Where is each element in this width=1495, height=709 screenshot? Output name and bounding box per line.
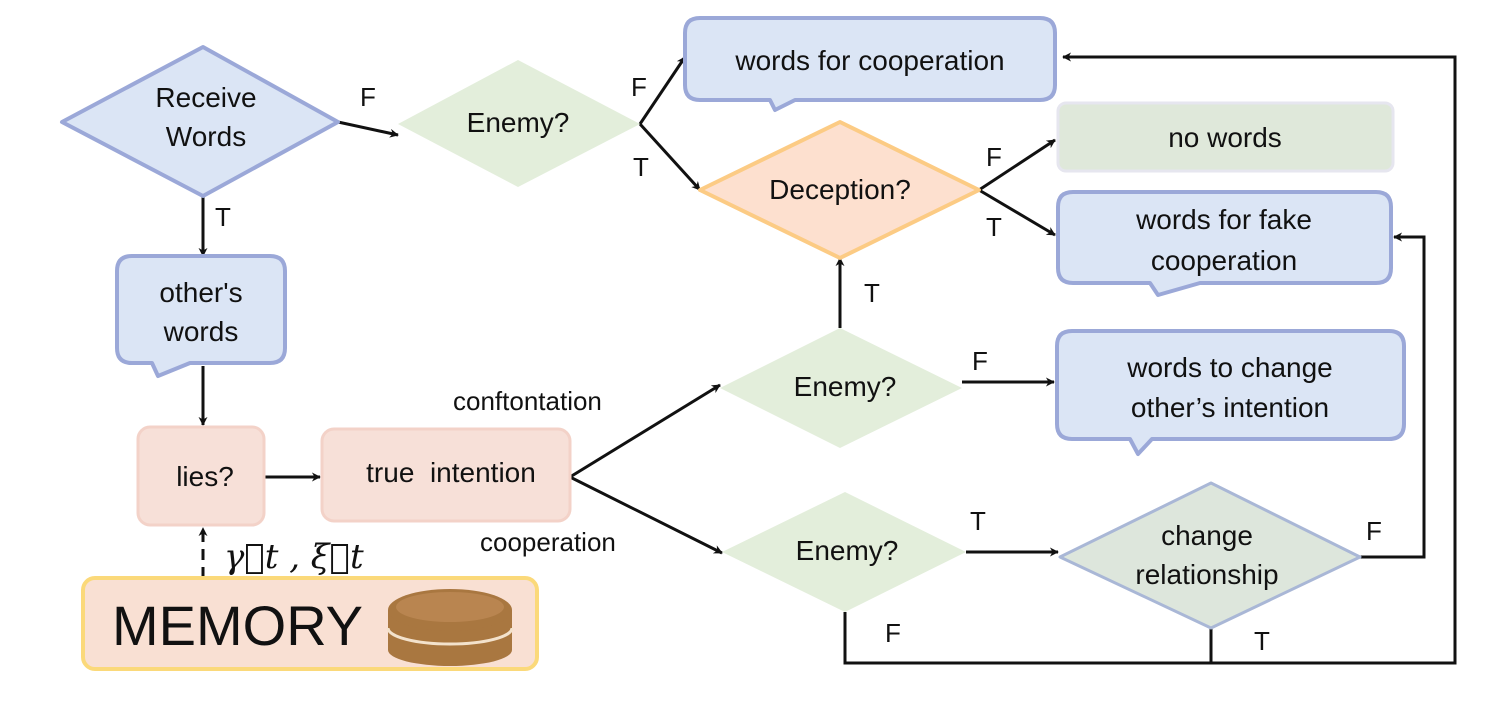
database-icon bbox=[386, 589, 514, 666]
enemy-bottom-label: Enemy? bbox=[796, 535, 899, 566]
label-deception-t: T bbox=[986, 212, 1002, 242]
node-memory: MEMORY bbox=[81, 576, 539, 671]
change-intention-label-1: words to change bbox=[1126, 352, 1332, 383]
edge-bottom-loop-to-words-coop bbox=[843, 52, 1457, 665]
label-receive-t: T bbox=[215, 202, 231, 232]
words-for-cooperation-label: words for cooperation bbox=[734, 45, 1004, 76]
node-others-words: other's words bbox=[115, 254, 287, 378]
node-enemy-top: Enemy? bbox=[398, 60, 640, 187]
label-enemy-top-f: F bbox=[631, 72, 647, 102]
lies-label: lies? bbox=[176, 461, 234, 492]
enemy-top-label: Enemy? bbox=[467, 107, 570, 138]
label-cooperation: cooperation bbox=[480, 527, 616, 557]
node-words-change-intention: words to change other’s intention bbox=[1055, 329, 1406, 456]
label-enemy-bottom-f: F bbox=[885, 618, 901, 648]
node-deception: Deception? bbox=[698, 120, 981, 260]
edge-enemy-top-to-words-coop bbox=[638, 56, 687, 125]
node-receive-words: Receive Words bbox=[60, 45, 340, 198]
receive-words-label-2: Words bbox=[166, 121, 246, 152]
true-intention-label: true intention bbox=[366, 457, 536, 488]
label-confrontation: conftontation bbox=[453, 386, 602, 416]
memory-params-label: γ⃗t , ξ⃗t bbox=[224, 537, 364, 577]
label-change-t: T bbox=[1254, 626, 1270, 656]
fake-coop-label-1: words for fake bbox=[1135, 204, 1312, 235]
others-words-label-2: words bbox=[163, 316, 239, 347]
label-enemy-mid-t: T bbox=[864, 278, 880, 308]
node-enemy-bottom: Enemy? bbox=[722, 492, 966, 612]
memory-label: MEMORY bbox=[112, 594, 363, 657]
edge-change-relationship-to-fake-coop bbox=[1360, 232, 1426, 559]
label-change-f: F bbox=[1366, 516, 1382, 546]
edge-intention-to-enemy-bottom bbox=[569, 475, 723, 555]
deception-label: Deception? bbox=[769, 174, 911, 205]
no-words-label: no words bbox=[1168, 122, 1282, 153]
node-lies: lies? bbox=[136, 425, 266, 527]
node-words-fake-cooperation: words for fake cooperation bbox=[1056, 190, 1393, 297]
node-words-for-cooperation: words for cooperation bbox=[683, 16, 1057, 112]
edge-labels: F T F T F T T F conftontation cooperatio… bbox=[215, 72, 1382, 656]
edge-deception-to-fake-coop bbox=[978, 188, 1056, 237]
change-relationship-label-2: relationship bbox=[1135, 559, 1278, 590]
node-enemy-mid: Enemy? bbox=[720, 328, 962, 448]
change-intention-label-2: other’s intention bbox=[1131, 392, 1329, 423]
node-no-words: no words bbox=[1056, 101, 1395, 173]
edge-receive-to-enemy-top bbox=[337, 120, 399, 138]
node-change-relationship: change relationship bbox=[1058, 481, 1362, 630]
edge-deception-to-no-words bbox=[978, 138, 1056, 192]
receive-words-label-1: Receive bbox=[155, 82, 256, 113]
connectors bbox=[198, 52, 1457, 665]
label-enemy-bottom-t: T bbox=[970, 506, 986, 536]
node-true-intention: true intention bbox=[320, 427, 572, 523]
label-receive-f: F bbox=[360, 82, 376, 112]
label-enemy-top-t: T bbox=[633, 152, 649, 182]
enemy-mid-label: Enemy? bbox=[794, 371, 897, 402]
label-deception-f: F bbox=[986, 142, 1002, 172]
edge-intention-to-enemy-mid bbox=[569, 383, 721, 479]
label-enemy-mid-f: F bbox=[972, 346, 988, 376]
others-words-label-1: other's bbox=[159, 277, 242, 308]
change-relationship-label-1: change bbox=[1161, 520, 1253, 551]
fake-coop-label-2: cooperation bbox=[1151, 245, 1297, 276]
edge-enemy-top-to-deception bbox=[638, 122, 702, 192]
